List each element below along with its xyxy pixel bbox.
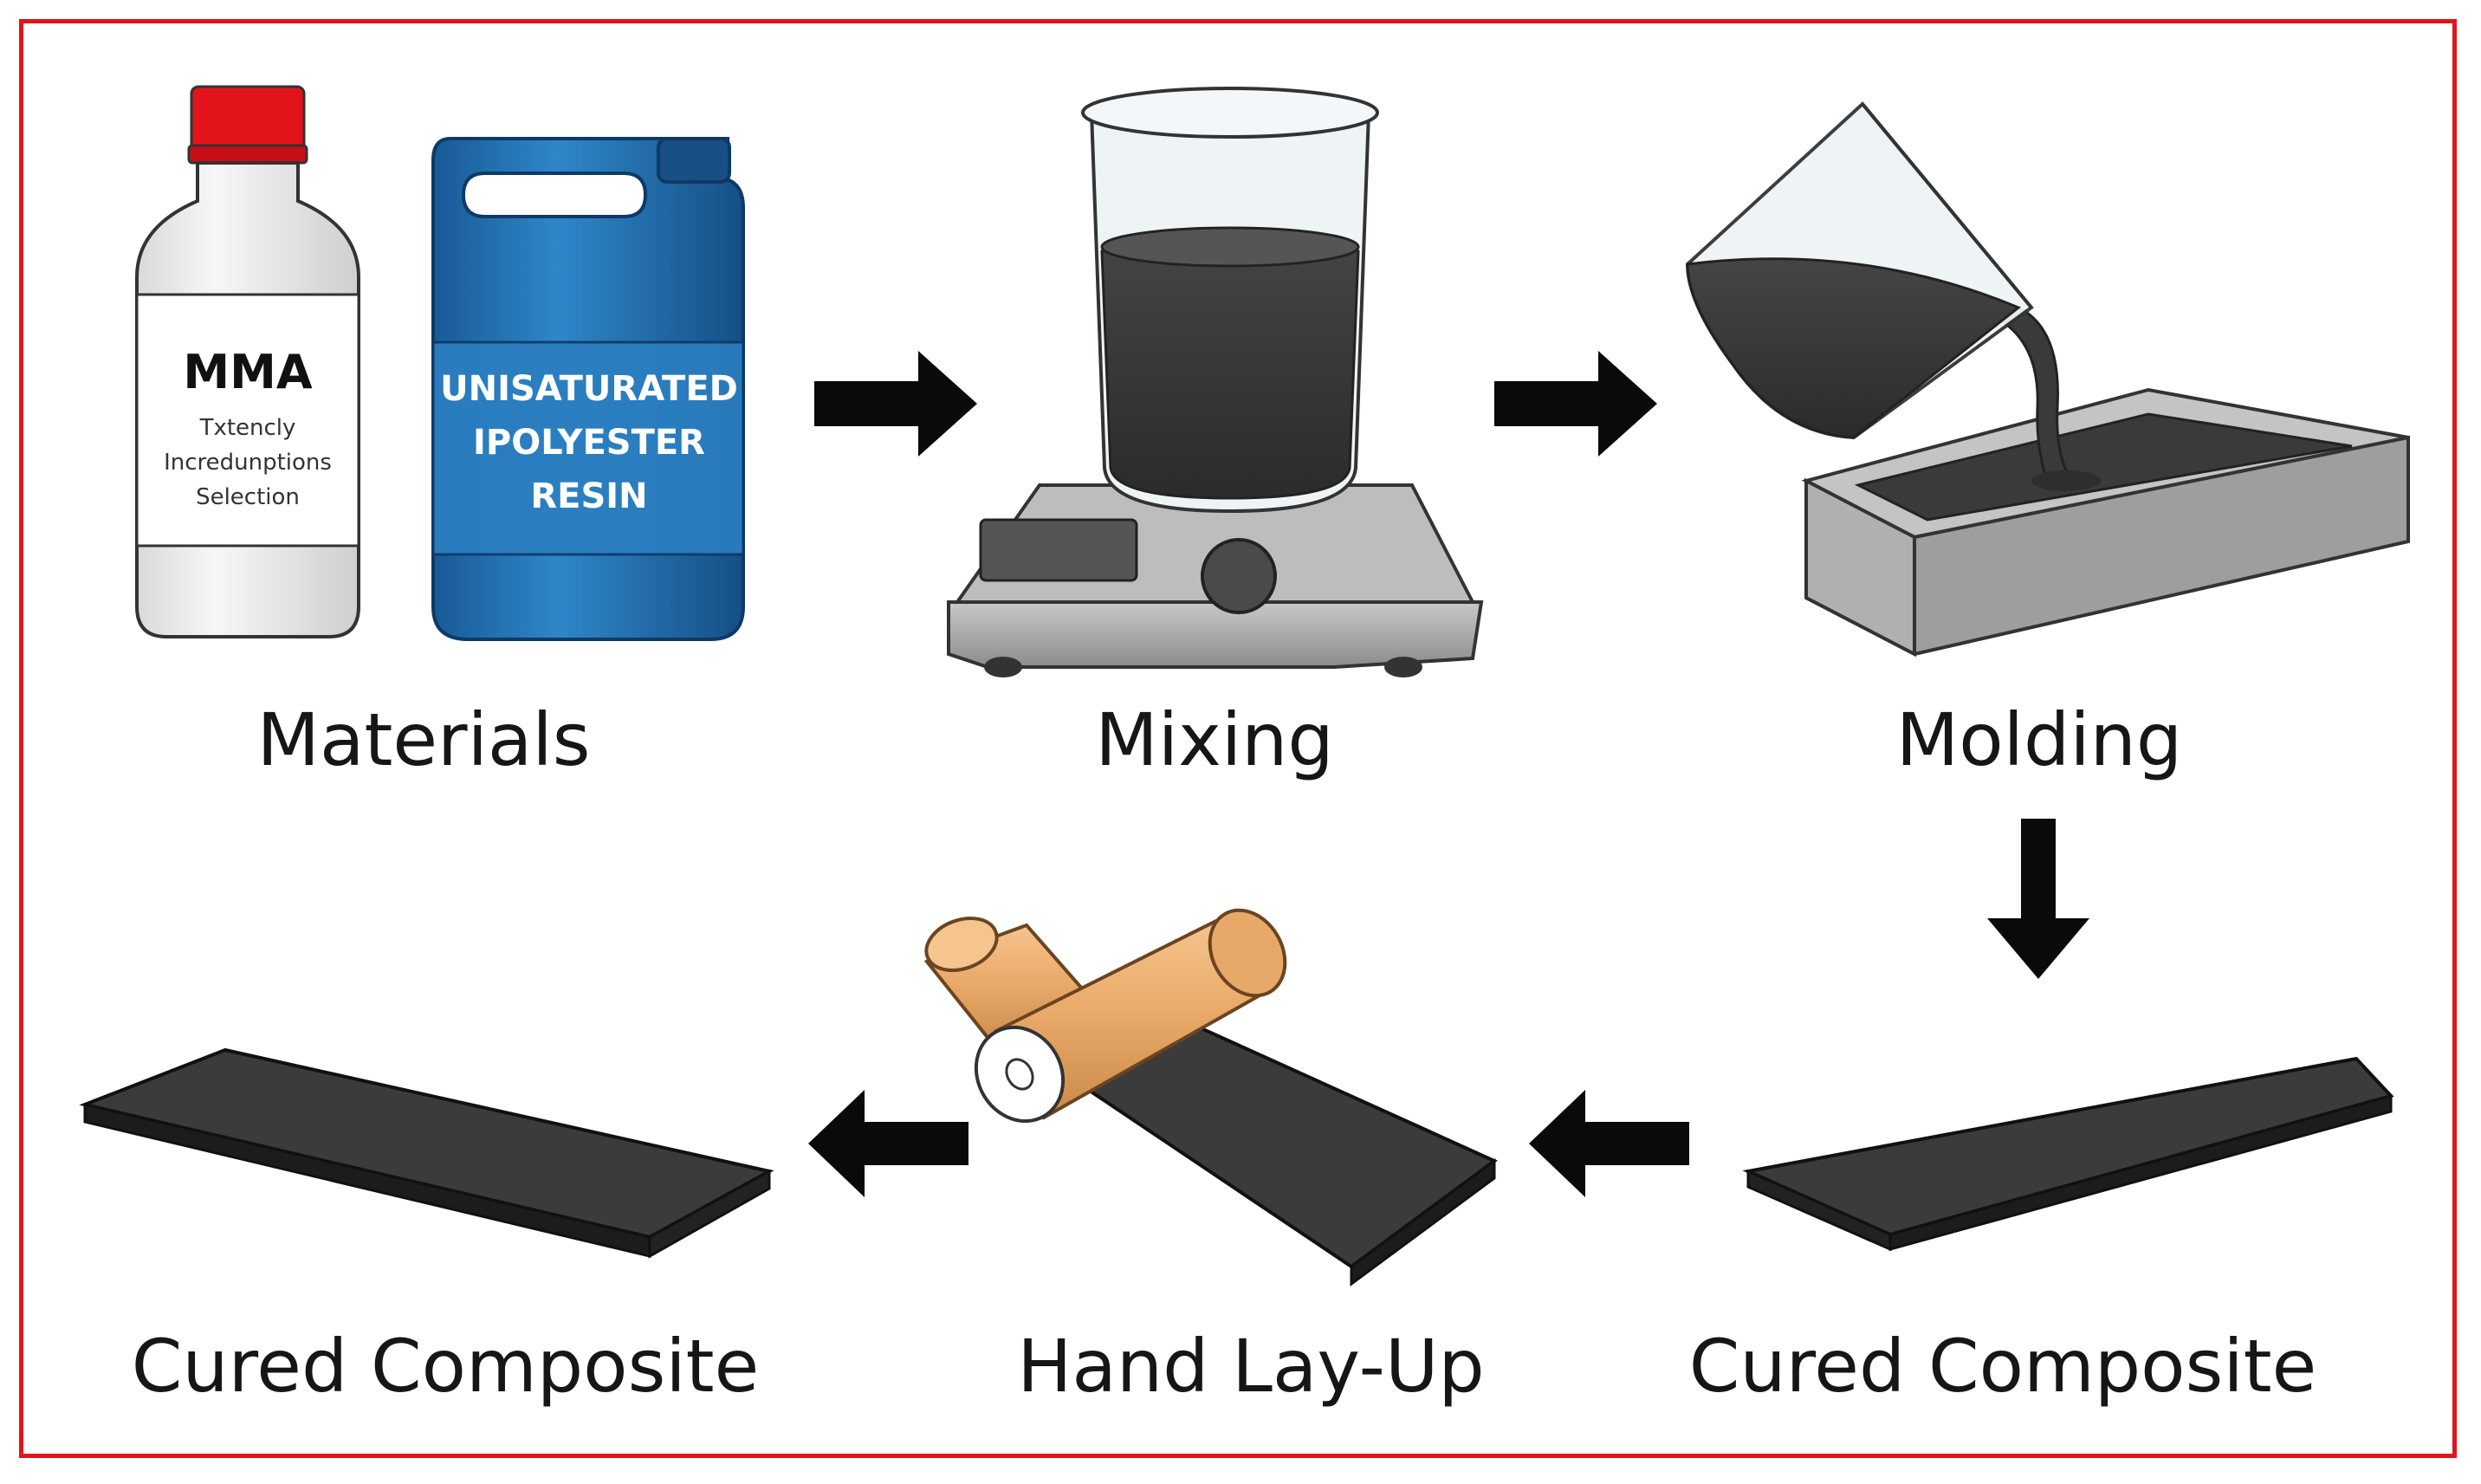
cured-composite-left-sheet <box>79 1047 774 1259</box>
jug-handle-hole <box>461 172 648 218</box>
stage-label-hand-layup: Hand Lay-Up <box>1017 1324 1485 1409</box>
stage-label-mixing: Mixing <box>1095 697 1334 782</box>
roller-cylinder <box>974 908 1287 1124</box>
arrow-left-2 <box>808 1090 968 1197</box>
stage-label-cured-composite-left: Cured Composite <box>131 1324 760 1409</box>
stage-label-molding: Molding <box>1895 697 2183 782</box>
resin-jug: UNISATURATED IPOLYESTER RESIN <box>431 137 745 641</box>
jug-line-1: UNISATURATED <box>440 369 738 409</box>
jug-cap <box>657 137 731 184</box>
jug-line-2: IPOLYESTER <box>473 423 705 463</box>
mma-bottle: MMA Txtencly Incredunptions Selection <box>135 85 360 638</box>
bottle-title: MMA <box>183 345 312 399</box>
mixing-apparatus <box>947 87 1484 677</box>
bottle-line-2: Incredunptions <box>164 450 332 476</box>
bottle-line-3: Selection <box>196 484 300 510</box>
arrow-right-2 <box>1494 351 1657 457</box>
molding-apparatus <box>1685 101 2410 658</box>
arrow-left-1 <box>1529 1090 1689 1197</box>
bottle-label <box>135 293 360 548</box>
arrow-right-1 <box>814 351 977 457</box>
resin-mixture <box>1100 232 1360 500</box>
stage-label-materials: Materials <box>256 697 591 782</box>
jug-line-3: RESIN <box>530 476 647 516</box>
stage-label-cured-composite-right: Cured Composite <box>1688 1324 2317 1409</box>
bottle-line-1: Txtencly <box>199 415 296 441</box>
red-cap <box>190 85 306 156</box>
arrow-down <box>1987 819 2089 979</box>
hand-layup-apparatus <box>923 908 1498 1286</box>
cured-composite-right-sheet <box>1742 1056 2394 1252</box>
hot-plate-display <box>979 518 1138 582</box>
diagram-frame <box>19 19 2457 1458</box>
hot-plate-knob-icon <box>1201 538 1277 614</box>
